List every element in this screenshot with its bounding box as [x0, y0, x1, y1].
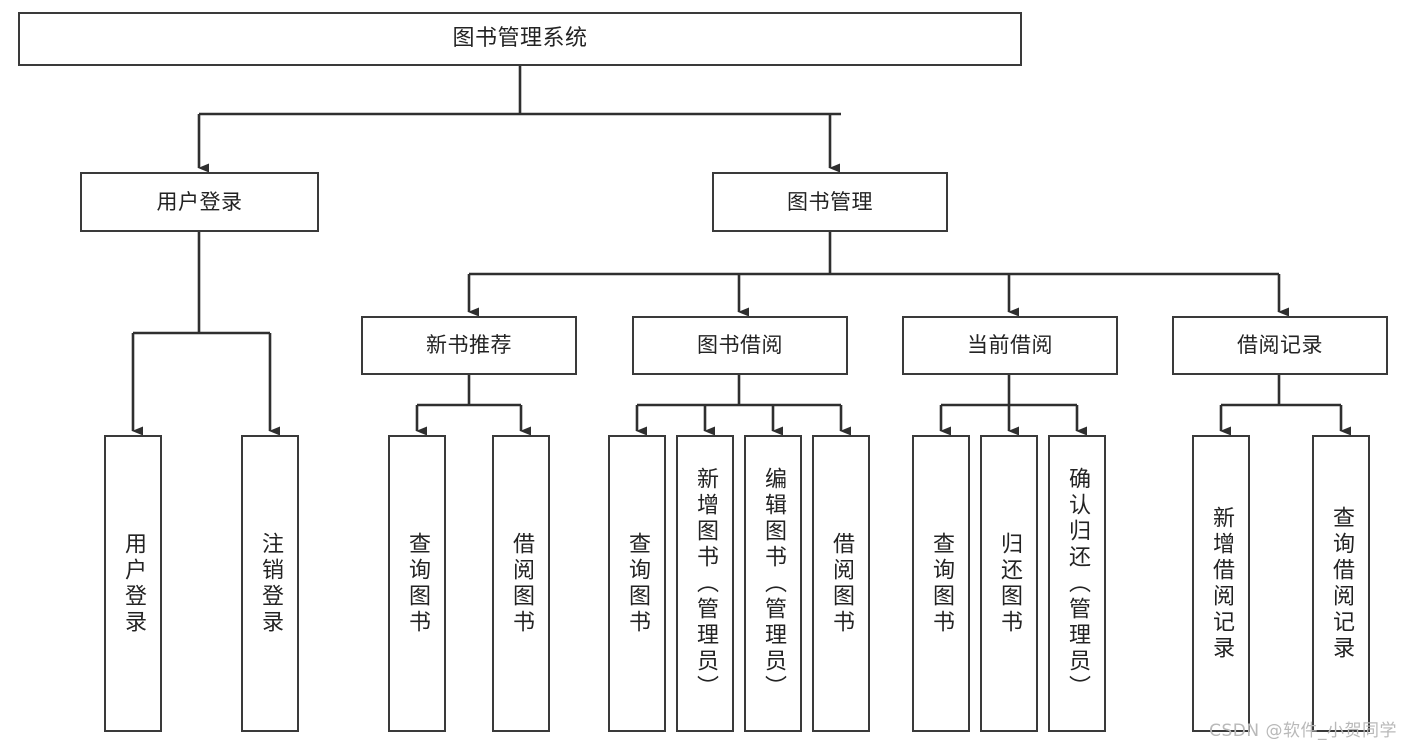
leaf-book-borrow-edit-label: 编辑图书（管理员） [761, 466, 786, 701]
leaf-borrow-record-query[interactable]: 查询借阅记录 [1312, 435, 1370, 732]
leaf-book-borrow-add[interactable]: 新增图书（管理员） [676, 435, 734, 732]
leaf-new-book-query[interactable]: 查询图书 [388, 435, 446, 732]
node-borrow-record-label: 借阅记录 [1237, 333, 1323, 358]
leaf-current-borrow-return-label: 归还图书 [997, 531, 1022, 636]
node-new-book-recommend[interactable]: 新书推荐 [361, 316, 577, 375]
leaf-user-login-login-label: 用户登录 [121, 531, 146, 636]
leaf-user-login-logout[interactable]: 注销登录 [241, 435, 299, 732]
leaf-borrow-record-add-label: 新增借阅记录 [1209, 505, 1234, 662]
leaf-current-borrow-confirm-label: 确认归还（管理员） [1065, 466, 1090, 701]
node-user-login[interactable]: 用户登录 [80, 172, 319, 232]
leaf-book-borrow-query[interactable]: 查询图书 [608, 435, 666, 732]
node-borrow-record[interactable]: 借阅记录 [1172, 316, 1388, 375]
node-book-borrow-label: 图书借阅 [697, 333, 783, 358]
node-new-book-recommend-label: 新书推荐 [426, 333, 512, 358]
leaf-borrow-record-query-label: 查询借阅记录 [1329, 505, 1354, 662]
leaf-new-book-query-label: 查询图书 [405, 531, 430, 636]
node-root-label: 图书管理系统 [452, 26, 588, 52]
leaf-current-borrow-query[interactable]: 查询图书 [912, 435, 970, 732]
leaf-new-book-borrow-label: 借阅图书 [509, 531, 534, 636]
node-current-borrow[interactable]: 当前借阅 [902, 316, 1118, 375]
node-book-borrow[interactable]: 图书借阅 [632, 316, 848, 375]
leaf-new-book-borrow[interactable]: 借阅图书 [492, 435, 550, 732]
leaf-current-borrow-query-label: 查询图书 [929, 531, 954, 636]
leaf-current-borrow-confirm[interactable]: 确认归还（管理员） [1048, 435, 1106, 732]
csdn-watermark: CSDN @软件_小贺同学 [1209, 721, 1397, 741]
node-book-management-label: 图书管理 [787, 189, 873, 214]
node-book-management[interactable]: 图书管理 [712, 172, 948, 232]
node-root[interactable]: 图书管理系统 [18, 12, 1022, 66]
leaf-book-borrow-add-label: 新增图书（管理员） [693, 466, 718, 701]
leaf-book-borrow-borrow[interactable]: 借阅图书 [812, 435, 870, 732]
leaf-user-login-logout-label: 注销登录 [258, 531, 283, 636]
node-current-borrow-label: 当前借阅 [967, 333, 1053, 358]
leaf-book-borrow-query-label: 查询图书 [625, 531, 650, 636]
leaf-user-login-login[interactable]: 用户登录 [104, 435, 162, 732]
leaf-book-borrow-edit[interactable]: 编辑图书（管理员） [744, 435, 802, 732]
leaf-current-borrow-return[interactable]: 归还图书 [980, 435, 1038, 732]
leaf-borrow-record-add[interactable]: 新增借阅记录 [1192, 435, 1250, 732]
node-user-login-label: 用户登录 [156, 189, 243, 214]
leaf-book-borrow-borrow-label: 借阅图书 [829, 531, 854, 636]
